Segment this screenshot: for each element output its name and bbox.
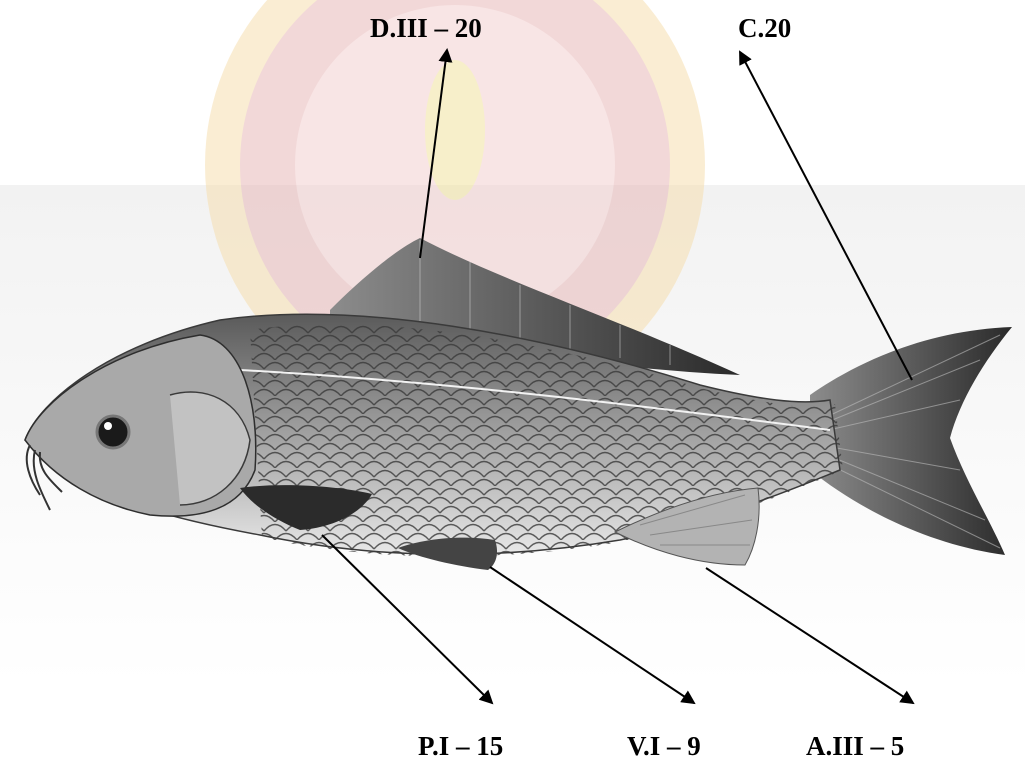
ventral-fin-label: V.I – 9 [627,733,701,760]
caudal-fin [810,327,1012,555]
ventral-arrow [490,567,694,703]
dorsal-fin-label: D.III – 20 [370,15,482,42]
fish-eye [97,416,129,448]
anal-arrow [706,568,913,703]
caudal-fin-label: C.20 [738,15,791,42]
anal-fin-label: A.III – 5 [806,733,904,760]
pectoral-fin-label: P.I – 15 [418,733,503,760]
caudal-arrow [740,52,912,380]
